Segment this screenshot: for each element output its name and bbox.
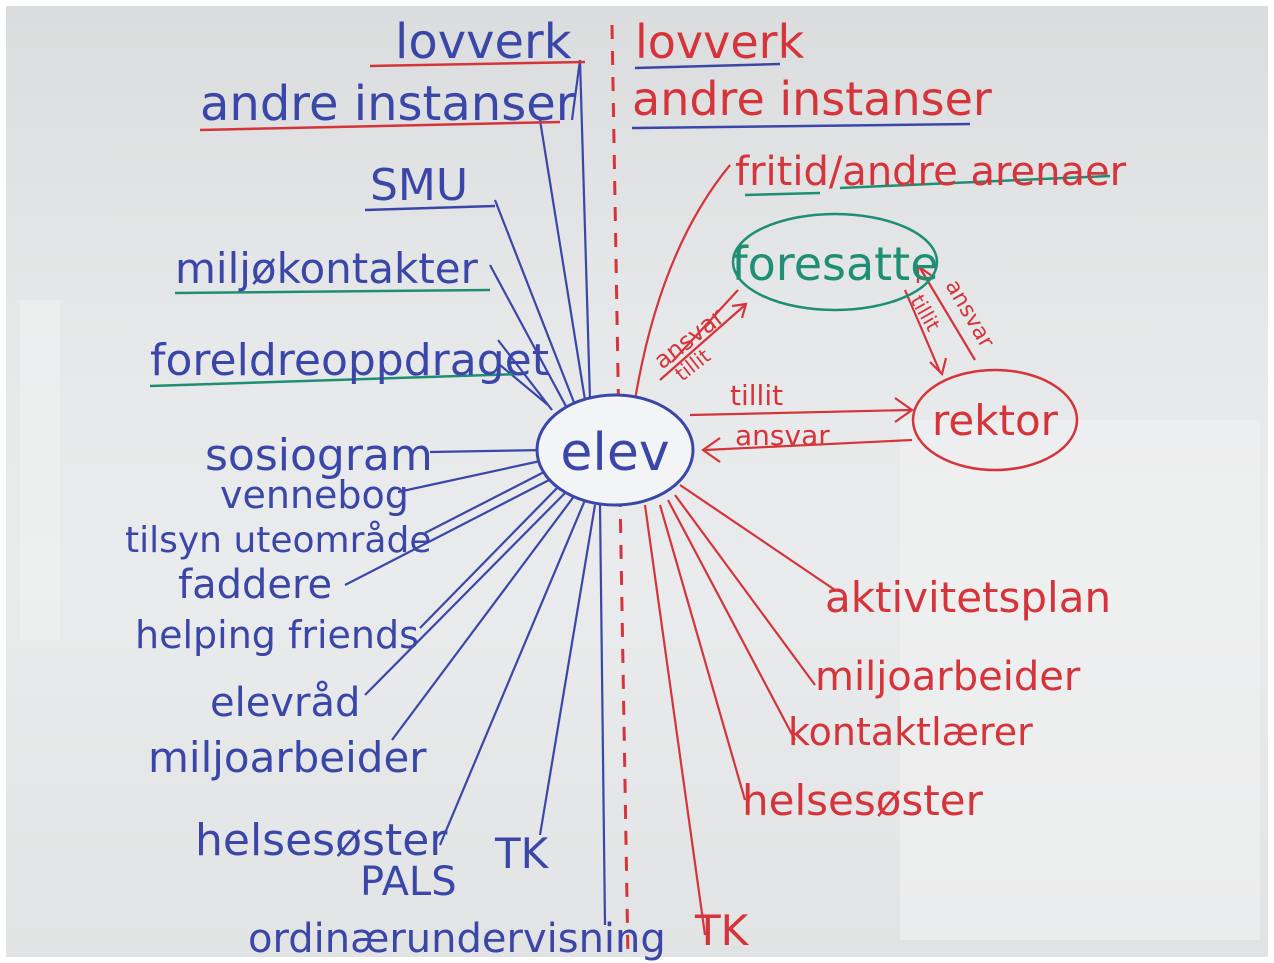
ansvar-arrow: [919, 267, 976, 361]
helsesoster-left-label: helsesøster: [195, 815, 448, 866]
miljoarbeider-right-label: miljoarbeider: [815, 654, 1081, 700]
spoke: [570, 59, 582, 121]
vennebog-label: vennebog: [220, 473, 409, 517]
underline: [634, 62, 781, 70]
ordinaerundervisning-label: ordinærundervisning: [248, 916, 666, 962]
tk-right-label: TK: [694, 906, 750, 955]
spoke: [489, 264, 569, 411]
spoke: [429, 448, 546, 454]
spoke: [344, 477, 554, 586]
right-lovverk-label: lovverk: [635, 15, 805, 69]
spoke: [633, 164, 731, 401]
fritid-label: fritid/andre arenaer: [735, 149, 1127, 195]
tillit-label: tillit: [906, 291, 946, 336]
arrowhead: [701, 437, 721, 463]
tillit-arrow: [689, 408, 911, 417]
left-lovverk-label: lovverk: [395, 14, 572, 70]
arrowhead: [894, 397, 914, 423]
ansvar-arrow: [704, 438, 913, 452]
spoke: [578, 59, 592, 401]
tk-left-label: TK: [494, 829, 550, 878]
underline: [744, 191, 821, 197]
underline: [199, 120, 561, 132]
rektor-label: rektor: [932, 396, 1059, 445]
left-andre-instanser-label: andre instanser: [200, 76, 576, 132]
helping-friends-label: helping friends: [135, 613, 419, 657]
miljokontakter-label: miljøkontakter: [175, 244, 479, 293]
glare-patch: [900, 420, 1260, 940]
underline: [369, 60, 586, 68]
kontaktlarer-label: kontaktlærer: [788, 710, 1033, 754]
underline: [364, 204, 496, 212]
underline: [149, 372, 521, 388]
helsesoster-right-label: helsesøster: [742, 776, 984, 825]
right-andre-instanser-label: andre instanser: [632, 72, 992, 126]
right-spokes: [633, 164, 976, 936]
spoke: [598, 504, 607, 926]
ansvar-arrow: [659, 304, 746, 381]
miljoarbeider-left-label: miljoarbeider: [148, 733, 427, 782]
foresatte-label: foresatte: [731, 237, 938, 291]
aktivitetsplan-label: aktivitetsplan: [825, 573, 1111, 622]
elevrad-label: elevråd: [210, 680, 360, 726]
center-label: elev: [560, 423, 669, 483]
smu-label: SMU: [370, 160, 468, 211]
arrowhead: [916, 263, 933, 283]
foresatte-node: [731, 212, 939, 312]
underline: [174, 288, 491, 295]
underlines: [149, 60, 1111, 388]
spoke: [424, 469, 549, 534]
spoke: [397, 458, 546, 494]
spoke: [493, 199, 577, 406]
spoke: [391, 494, 576, 741]
faddere-label: faddere: [178, 562, 332, 608]
spoke: [538, 119, 587, 401]
glare-patch: [20, 300, 60, 640]
underline: [839, 174, 1111, 190]
sosiogram-label: sosiogram: [205, 430, 433, 481]
foreldreoppdraget-label: foreldreoppdraget: [150, 335, 549, 386]
rektor-node: [911, 368, 1079, 472]
spoke: [438, 499, 587, 846]
tillit-arrow: [671, 289, 739, 363]
spoke: [364, 489, 569, 696]
elev-node: [535, 393, 695, 507]
spoke: [658, 504, 747, 801]
arrowhead: [731, 302, 748, 319]
tillit-arrow: [903, 289, 942, 373]
tillit-label: tillit: [730, 379, 783, 412]
spoke: [643, 504, 707, 936]
left-spokes: [344, 59, 607, 926]
tilsyn-label: tilsyn uteområde: [125, 520, 431, 561]
ansvar-label: ansvar: [735, 419, 830, 452]
spoke: [667, 499, 796, 741]
spoke: [538, 504, 597, 836]
spoke: [499, 364, 549, 406]
spoke: [674, 494, 816, 686]
underline: [631, 122, 971, 130]
spoke: [419, 484, 561, 629]
spoke: [497, 339, 553, 411]
arrowhead: [929, 357, 948, 377]
spoke: [679, 484, 836, 591]
pals-label: PALS: [360, 859, 457, 905]
